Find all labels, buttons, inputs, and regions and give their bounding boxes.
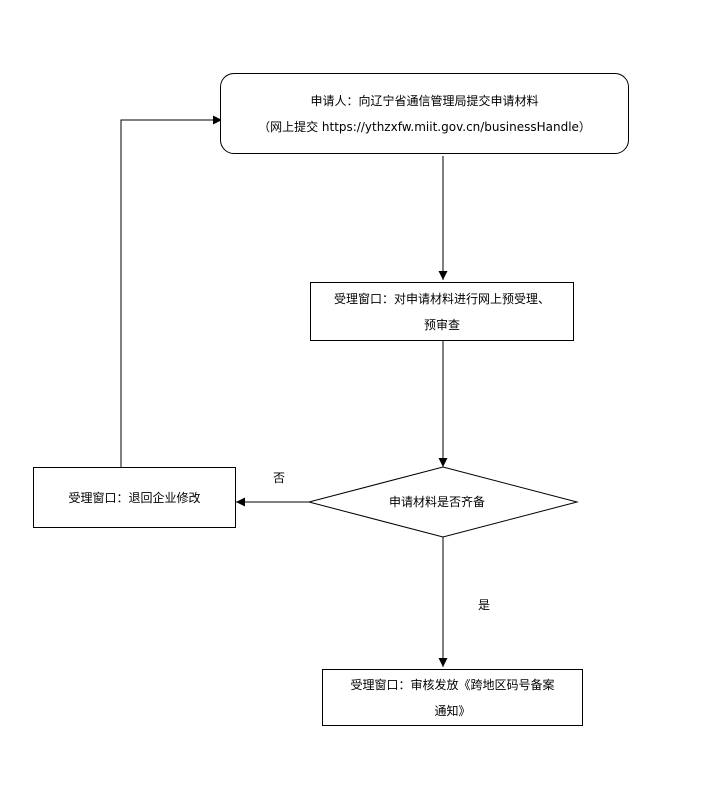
prereview-node: 受理窗口：对申请材料进行网上预受理、 预审查 bbox=[310, 282, 574, 341]
issue-line-2: 通知》 bbox=[434, 703, 471, 718]
decision-diamond bbox=[307, 466, 579, 538]
arrow-return-to-submit bbox=[120, 115, 222, 467]
edge-label-no: 否 bbox=[273, 471, 286, 485]
prereview-line-2: 预审查 bbox=[423, 317, 460, 332]
decision-label: 申请材料是否齐备 bbox=[389, 495, 486, 509]
issue-line-1: 受理窗口：审核发放《跨地区码号备案 bbox=[350, 677, 555, 692]
return-label: 受理窗口：退回企业修改 bbox=[68, 490, 201, 505]
edge-label-yes: 是 bbox=[478, 598, 491, 612]
submit-line-2: （网上提交 https://ythzxfw.miit.gov.cn/busine… bbox=[258, 119, 591, 134]
return-node: 受理窗口：退回企业修改 bbox=[33, 467, 236, 528]
submit-line-1: 申请人：向辽宁省通信管理局提交申请材料 bbox=[310, 93, 539, 108]
issue-node: 受理窗口：审核发放《跨地区码号备案 通知》 bbox=[322, 669, 583, 726]
submit-node: 申请人：向辽宁省通信管理局提交申请材料 （网上提交 https://ythzxf… bbox=[220, 73, 629, 154]
prereview-line-1: 受理窗口：对申请材料进行网上预受理、 bbox=[333, 291, 550, 306]
